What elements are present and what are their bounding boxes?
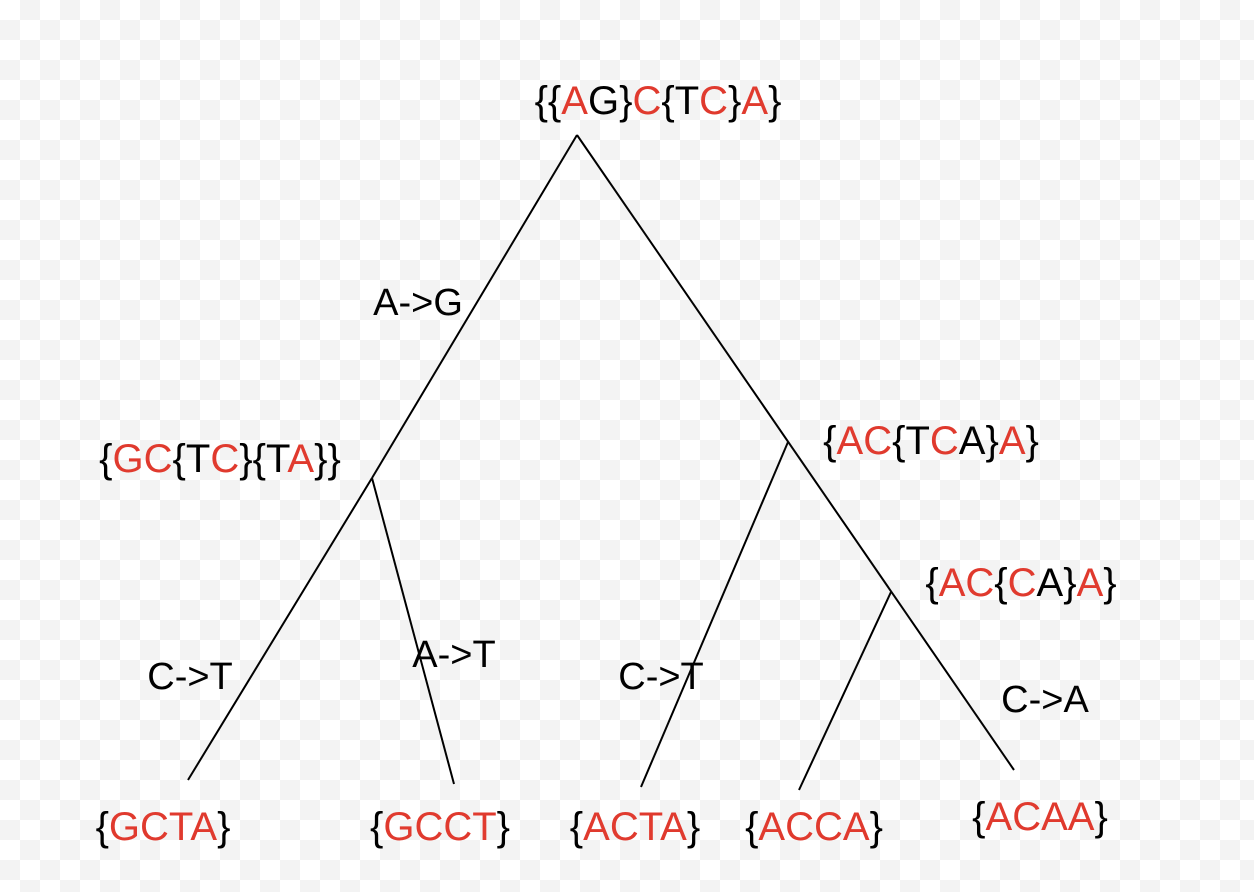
- node-token: C: [632, 79, 662, 123]
- node-token: {: [95, 805, 109, 849]
- node-token: A: [1036, 561, 1064, 605]
- node-root: {{AG}C{TC}A}: [535, 81, 782, 121]
- node-token: }: [496, 805, 511, 849]
- edge-label-inner-leaf5: C->A: [1001, 679, 1089, 721]
- node-token: {: [925, 561, 939, 605]
- edge-label-root-left: A->G: [373, 282, 463, 324]
- node-left: {GC{TC}{TA}}: [99, 439, 341, 479]
- node-token: C: [699, 79, 729, 123]
- node-token: }: [1063, 561, 1077, 605]
- node-token: }: [1103, 561, 1117, 605]
- edge-right-leaf3: [640, 441, 789, 788]
- edge-label-right-leaf3: C->T: [618, 656, 704, 698]
- node-token: T: [185, 437, 211, 481]
- node-token: }: [1094, 795, 1108, 839]
- node-token: }: [314, 437, 328, 481]
- node-token: }: [869, 805, 883, 849]
- node-token: }: [1025, 419, 1039, 463]
- edge-left-leaf2: [371, 477, 455, 785]
- node-token: }: [985, 419, 999, 463]
- node-token: {: [892, 419, 906, 463]
- node-token: A: [1076, 561, 1104, 605]
- node-token: A: [938, 561, 966, 605]
- node-token: {: [252, 437, 266, 481]
- node-token: A: [998, 419, 1026, 463]
- node-token: {: [661, 79, 675, 123]
- node-token: }: [239, 437, 253, 481]
- edge-left-leaf1: [187, 477, 373, 781]
- node-token: }: [217, 805, 231, 849]
- node-token: {: [547, 79, 562, 123]
- edge-root-right: [576, 134, 1015, 771]
- edge-label-left-leaf1: C->T: [147, 656, 233, 698]
- node-token: {: [369, 805, 384, 849]
- edge-inner-leaf4: [798, 591, 892, 791]
- leaf-acca: {ACCA}: [745, 807, 883, 847]
- node-token: C: [1007, 561, 1037, 605]
- node-token: {: [534, 79, 548, 123]
- node-token: A: [561, 79, 588, 123]
- edge-root-left: [371, 134, 578, 479]
- node-right: {AC{TCA}A}: [823, 421, 1039, 461]
- node-token: C: [143, 437, 173, 481]
- leaf-gcct: {GCCT}: [370, 807, 510, 847]
- node-token: }: [619, 79, 633, 123]
- node-token: T: [674, 79, 700, 123]
- node-token: C: [863, 419, 893, 463]
- leaf-acta: {ACTA}: [570, 807, 700, 847]
- node-token: A: [741, 79, 769, 123]
- node-token: {: [745, 805, 759, 849]
- node-token: {: [972, 795, 986, 839]
- node-token: T: [265, 437, 288, 481]
- node-token: T: [905, 419, 930, 463]
- node-token: A: [958, 419, 986, 463]
- node-token: ACTA: [583, 805, 687, 849]
- node-token: G: [587, 79, 620, 123]
- leaf-gcta: {GCTA}: [96, 807, 231, 847]
- node-right-inner: {AC{CA}A}: [925, 563, 1116, 603]
- node-token: GCCT: [383, 805, 497, 849]
- edge-label-left-leaf2: A->T: [412, 634, 496, 676]
- node-token: {: [823, 419, 837, 463]
- node-token: C: [929, 419, 959, 463]
- node-token: }: [686, 805, 701, 849]
- node-token: }: [768, 79, 782, 123]
- node-token: {: [99, 437, 113, 481]
- node-token: C: [965, 561, 995, 605]
- node-token: A: [287, 437, 315, 481]
- node-token: G: [112, 437, 144, 481]
- node-token: ACAA: [985, 795, 1095, 839]
- leaf-acaa: {ACAA}: [972, 797, 1108, 837]
- node-token: }: [728, 79, 742, 123]
- node-token: {: [172, 437, 186, 481]
- node-token: {: [994, 561, 1008, 605]
- node-token: A: [836, 419, 864, 463]
- node-token: GCTA: [108, 805, 218, 849]
- node-token: }: [327, 437, 341, 481]
- node-token: C: [210, 437, 240, 481]
- node-token: {: [569, 805, 584, 849]
- node-token: ACCA: [758, 805, 870, 849]
